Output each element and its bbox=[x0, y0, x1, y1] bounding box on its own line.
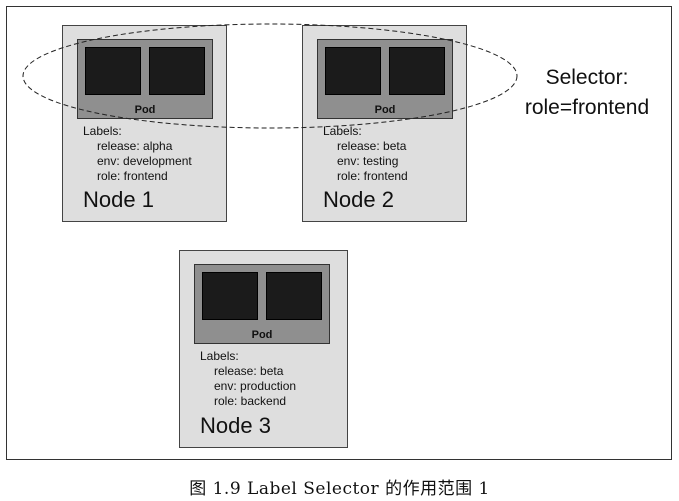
selector-title: Selector: bbox=[545, 66, 629, 89]
label-env: env: development bbox=[97, 154, 192, 168]
pod-label: Pod bbox=[374, 104, 396, 116]
container-block bbox=[266, 272, 322, 320]
label-role: role: frontend bbox=[97, 169, 168, 183]
container-block bbox=[325, 47, 381, 95]
node-3: Pod Labels: release: beta env: productio… bbox=[179, 250, 348, 448]
node-title: Node 3 bbox=[200, 413, 271, 438]
container-block bbox=[389, 47, 445, 95]
container-block bbox=[149, 47, 205, 95]
pod-node-1: Pod bbox=[77, 39, 213, 119]
pod-label: Pod bbox=[251, 329, 273, 341]
label-role: role: backend bbox=[214, 394, 287, 408]
label-release: release: beta bbox=[337, 139, 407, 153]
selector-text: Selector: role=frontend bbox=[512, 63, 662, 123]
labels-title: Labels: bbox=[200, 349, 239, 363]
pod-node-2: Pod bbox=[317, 39, 453, 119]
node-title: Node 2 bbox=[323, 187, 394, 212]
labels-title: Labels: bbox=[83, 124, 122, 138]
container-block bbox=[85, 47, 141, 95]
label-env: env: testing bbox=[337, 154, 399, 168]
pod-label: Pod bbox=[134, 104, 156, 116]
container-block bbox=[202, 272, 258, 320]
selector-expression: role=frontend bbox=[524, 96, 650, 119]
figure-caption: 图 1.9 Label Selector 的作用范围 1 bbox=[189, 479, 490, 499]
node-1: Pod Labels: release: alpha env: developm… bbox=[62, 25, 227, 222]
node-2: Pod Labels: release: beta env: testing r… bbox=[302, 25, 467, 222]
labels-block: Labels: release: alpha env: development … bbox=[83, 124, 192, 184]
labels-block: Labels: release: beta env: testing role:… bbox=[323, 124, 408, 184]
label-role: role: frontend bbox=[337, 169, 408, 183]
label-release: release: beta bbox=[214, 364, 284, 378]
pod-node-3: Pod bbox=[194, 264, 330, 344]
labels-block: Labels: release: beta env: production ro… bbox=[200, 349, 296, 409]
labels-title: Labels: bbox=[323, 124, 362, 138]
node-title: Node 1 bbox=[83, 187, 154, 212]
label-env: env: production bbox=[214, 379, 297, 393]
label-release: release: alpha bbox=[97, 139, 173, 153]
